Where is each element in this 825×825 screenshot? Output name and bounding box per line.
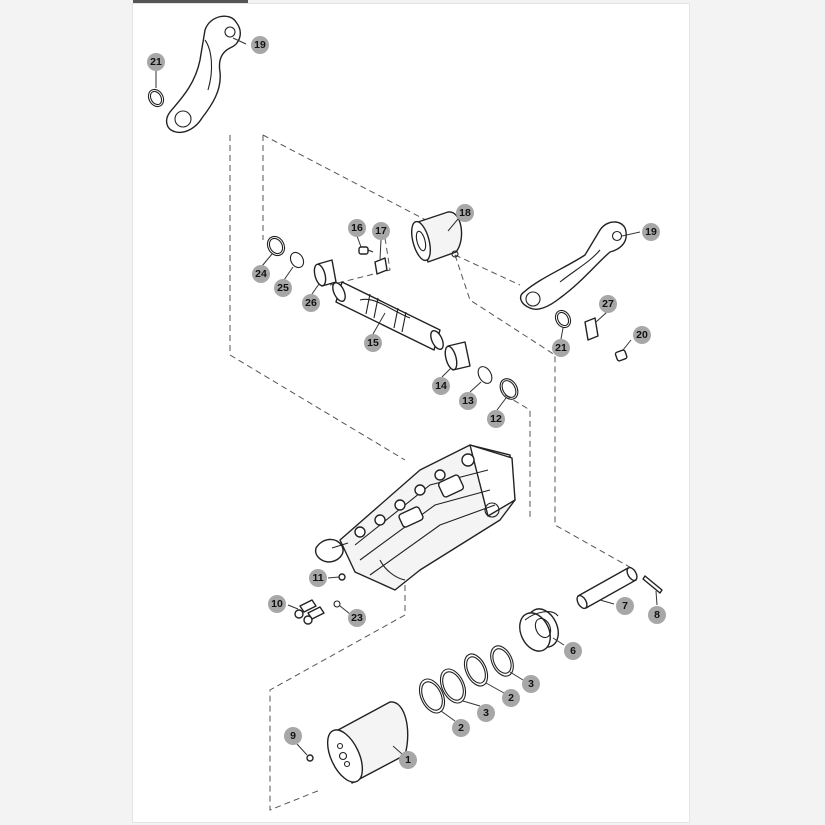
callout-label: 21 bbox=[555, 342, 567, 354]
bushing-26 bbox=[313, 259, 337, 287]
lift-arm-upper bbox=[165, 15, 241, 134]
bolts-10 bbox=[294, 599, 325, 625]
callout-23: 23 bbox=[348, 609, 366, 627]
ring-24 bbox=[266, 235, 286, 257]
callout-label: 24 bbox=[255, 268, 267, 280]
screw-16 bbox=[358, 246, 374, 255]
callout-19-lower: 19 bbox=[642, 223, 660, 241]
callout-label: 6 bbox=[570, 645, 576, 657]
seal-ring-2a bbox=[463, 653, 489, 687]
callout-label: 13 bbox=[462, 395, 474, 407]
callout-label: 1 bbox=[405, 754, 411, 766]
callout-11: 11 bbox=[309, 569, 327, 587]
ring-12 bbox=[499, 378, 519, 400]
callout-label: 19 bbox=[645, 226, 657, 238]
callout-label: 27 bbox=[602, 298, 614, 310]
callout-label: 11 bbox=[312, 572, 323, 584]
callout-16: 16 bbox=[348, 219, 366, 237]
callout-label: 23 bbox=[351, 612, 363, 624]
callout-3-right: 3 bbox=[522, 675, 540, 693]
seal-ring-2b bbox=[418, 678, 446, 714]
callout-label: 8 bbox=[654, 609, 660, 621]
callout-9: 9 bbox=[284, 727, 302, 745]
valve-housing bbox=[314, 444, 516, 591]
window-top-bar bbox=[133, 0, 248, 4]
pin-7 bbox=[576, 566, 638, 610]
bushing-14 bbox=[444, 341, 471, 371]
callout-label: 3 bbox=[483, 707, 489, 719]
sleeve-part bbox=[410, 211, 463, 263]
callout-24: 24 bbox=[252, 265, 270, 283]
diagram-sheet bbox=[133, 4, 689, 822]
clip-17 bbox=[374, 257, 388, 275]
callout-label: 18 bbox=[459, 207, 471, 219]
callout-25: 25 bbox=[274, 279, 292, 297]
callout-6: 6 bbox=[564, 642, 582, 660]
seal-ring-3a bbox=[490, 645, 514, 677]
callout-21-lower: 21 bbox=[552, 339, 570, 357]
callout-label: 15 bbox=[367, 337, 379, 349]
washer-23 bbox=[333, 600, 341, 608]
callout-26: 26 bbox=[302, 294, 320, 312]
callout-label: 12 bbox=[490, 413, 502, 425]
plate-27 bbox=[584, 317, 599, 341]
callout-14: 14 bbox=[432, 377, 450, 395]
shaft-15 bbox=[332, 281, 444, 351]
callout-label: 26 bbox=[305, 297, 317, 309]
callout-13: 13 bbox=[459, 392, 477, 410]
cotter-pin-8 bbox=[642, 575, 663, 594]
callout-2-right: 2 bbox=[502, 689, 520, 707]
callout-label: 21 bbox=[150, 56, 162, 68]
ring-25 bbox=[289, 251, 305, 269]
cylinder-1 bbox=[326, 701, 409, 784]
callout-10: 10 bbox=[268, 595, 286, 613]
callout-21-upper: 21 bbox=[147, 53, 165, 71]
callout-label: 10 bbox=[271, 598, 283, 610]
leader-lines bbox=[155, 37, 658, 756]
callout-2-left: 2 bbox=[452, 719, 470, 737]
callout-1: 1 bbox=[399, 751, 417, 769]
callout-8: 8 bbox=[648, 606, 666, 624]
screw-11 bbox=[338, 573, 346, 581]
callout-17: 17 bbox=[372, 222, 390, 240]
plug-9 bbox=[306, 754, 314, 762]
callout-label: 3 bbox=[528, 678, 534, 690]
callout-27: 27 bbox=[599, 295, 617, 313]
callout-label: 14 bbox=[435, 380, 447, 392]
seal-ring-3b bbox=[439, 668, 467, 704]
callout-19-upper: 19 bbox=[251, 36, 269, 54]
callout-label: 2 bbox=[508, 692, 514, 704]
callout-label: 17 bbox=[375, 225, 387, 237]
callout-18: 18 bbox=[456, 204, 474, 222]
o-ring-upper bbox=[147, 88, 165, 108]
callout-12: 12 bbox=[487, 410, 505, 428]
callout-label: 2 bbox=[458, 722, 464, 734]
callout-label: 19 bbox=[254, 39, 266, 51]
callout-label: 9 bbox=[290, 730, 296, 742]
callout-label: 16 bbox=[351, 222, 363, 234]
callout-7: 7 bbox=[616, 597, 634, 615]
callout-3-left: 3 bbox=[477, 704, 495, 722]
callout-20: 20 bbox=[633, 326, 651, 344]
assembly-guide-lines bbox=[229, 134, 636, 811]
callout-15: 15 bbox=[364, 334, 382, 352]
o-ring-lower bbox=[554, 309, 572, 329]
bolt-20 bbox=[614, 349, 628, 362]
callout-label: 7 bbox=[622, 600, 628, 612]
ring-13 bbox=[477, 366, 493, 384]
callout-label: 20 bbox=[636, 329, 648, 341]
lift-arm-lower bbox=[519, 221, 627, 310]
callout-label: 25 bbox=[277, 282, 289, 294]
piston-6 bbox=[519, 608, 559, 652]
